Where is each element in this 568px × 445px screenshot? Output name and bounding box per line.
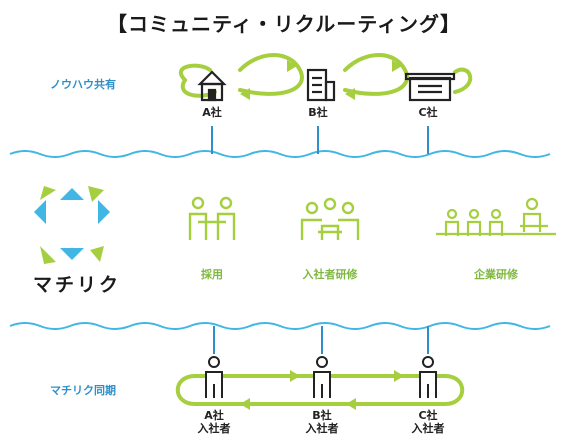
top-connectors	[211, 126, 429, 154]
page-title: 【コミュニティ・リクルーティング】	[107, 12, 461, 36]
building-a-icon	[197, 70, 227, 102]
top-flow-arrowheads	[240, 60, 402, 100]
category-hiring: 採用	[201, 268, 223, 281]
machiriku-logo-icon	[34, 186, 110, 264]
brand-name: マチリク	[32, 274, 121, 296]
building-b-icon	[306, 68, 336, 102]
bottom-company-a: A社 入社者	[184, 409, 244, 435]
top-flow-loop	[178, 53, 473, 98]
person-b-icon	[313, 356, 331, 398]
cohort-label: マチリク同期	[50, 384, 116, 397]
person-a-icon	[205, 356, 223, 398]
bottom-company-a-name: A社	[204, 409, 224, 422]
bottom-company-c: C社 入社者	[398, 409, 458, 435]
bottom-company-b-name: B社	[312, 409, 332, 422]
company-c-label: C社	[418, 106, 438, 119]
corporate-training-icon	[436, 197, 556, 236]
person-c-icon	[419, 356, 437, 398]
bottom-company-c-name: C社	[418, 409, 438, 422]
bottom-flow-arrowheads	[240, 370, 404, 410]
top-wave	[9, 150, 551, 158]
hiring-icon	[188, 196, 236, 240]
building-c-icon	[404, 72, 456, 102]
knowhow-label: ノウハウ共有	[50, 78, 116, 91]
category-corporate-training: 企業研修	[474, 268, 518, 281]
bottom-flow-loop	[175, 374, 465, 406]
bottom-company-b: B社 入社者	[292, 409, 352, 435]
company-a-label: A社	[202, 106, 222, 119]
bottom-connectors	[213, 326, 429, 354]
bottom-wave	[9, 322, 551, 330]
orientation-icon	[300, 197, 360, 240]
bottom-company-b-sub: 入社者	[305, 422, 339, 435]
bottom-company-c-sub: 入社者	[411, 422, 445, 435]
company-b-label: B社	[308, 106, 328, 119]
bottom-company-a-sub: 入社者	[197, 422, 231, 435]
category-orientation: 入社者研修	[302, 268, 358, 281]
